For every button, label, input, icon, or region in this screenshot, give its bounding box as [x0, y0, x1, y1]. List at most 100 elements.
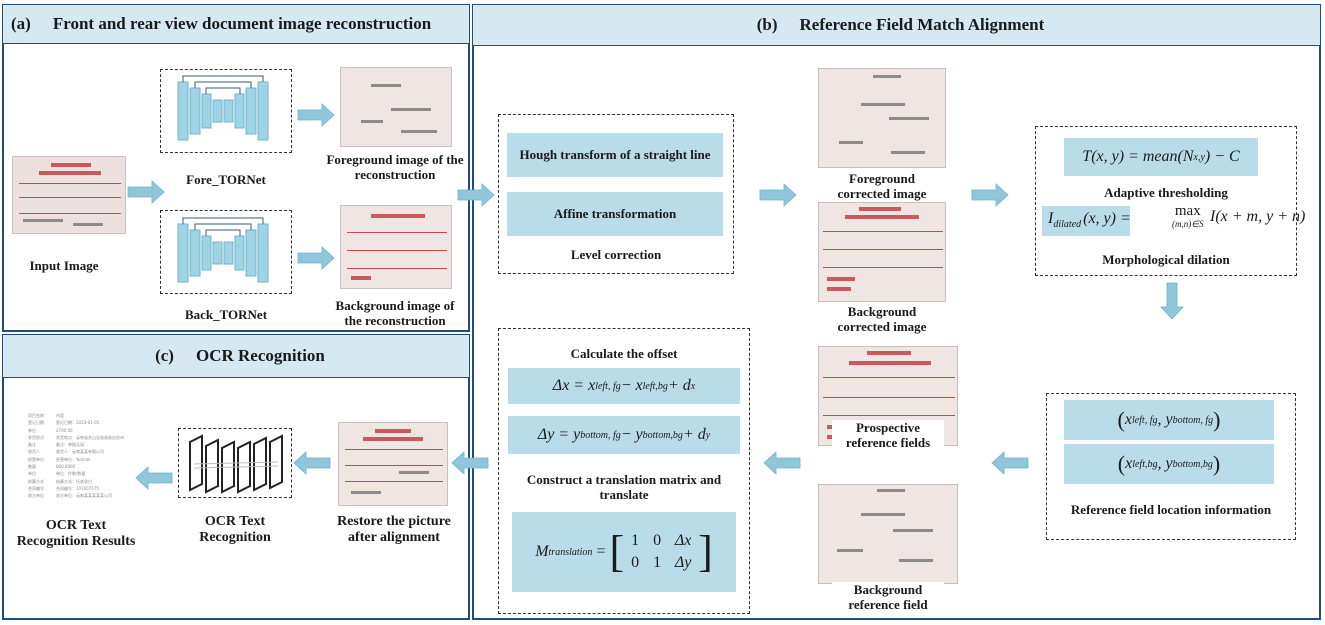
ocr-result-key: 备注 [28, 442, 36, 448]
panel-a-tag: (a) [11, 14, 31, 33]
panel-a-title: Front and rear view document image recon… [52, 14, 432, 33]
arrow-a-to-level [457, 183, 495, 207]
ocr-result-value: 单位：件数/数量 [56, 471, 86, 477]
arrow-threshold-to-location [1160, 282, 1184, 320]
reference-location-label: Reference field location information [1070, 502, 1272, 517]
ocr-result-row: 发货地点 发货地点：云南省文山壮族苗族自治州 [28, 434, 128, 441]
panel-b-header: (b) Reference Field Match Alignment [472, 4, 1321, 46]
dilation-label: Morphological dilation [1102, 252, 1230, 267]
restore-picture-label: Restore the picture after alignment [337, 514, 451, 545]
offset-translation-box [498, 328, 750, 614]
arrow-location-to-prospective [991, 451, 1029, 475]
ocr-result-row: 数量 660.0000 [28, 463, 128, 470]
ocr-result-row: 备注 备注：单据无误 [28, 441, 128, 448]
ocr-result-value: 登记日期：2023-01-05 [56, 420, 100, 426]
back-tornet-box [160, 210, 292, 294]
background-reconstruction-image [340, 205, 452, 289]
ocr-result-row: 结算方式 结算方式：托收承付 [28, 478, 128, 485]
ocr-result-key: 项目名称 [28, 413, 44, 418]
background-reference-image [818, 484, 958, 584]
panel-b-tag: (b) [756, 15, 778, 34]
background-corrected-image [818, 202, 946, 302]
ocr-recognition-box [178, 428, 292, 498]
ocr-result-value: 结算方式：托收承付 [56, 478, 92, 484]
offset-title: Calculate the offset [570, 346, 678, 361]
ocr-result-value: 660.0000 [56, 464, 76, 470]
affine-transform-box: Affine transformation [507, 192, 723, 236]
ocr-result-value: 经营单位：Yunnan [56, 456, 91, 462]
arrow-ocr-to-results [135, 466, 173, 490]
ocr-result-key: 结算方式 [28, 478, 44, 484]
background-reference-label: Background reference field [832, 582, 944, 612]
arrow-restore-to-ocr [293, 451, 331, 475]
fore-tornet-icon [177, 75, 269, 141]
ocr-result-value: 备注：单据无误 [56, 442, 84, 448]
ocr-result-key: 合同编号 [28, 485, 44, 491]
reference-location-box [1046, 393, 1296, 540]
ocr-results-label: OCR Text Recognition Results [16, 518, 136, 549]
foreground-corrected-label: Foreground corrected image [837, 171, 927, 201]
ocr-result-row: 收货人收货人：云南某某有限公司 [28, 448, 128, 455]
ocr-result-key: 经营单位 [28, 456, 44, 462]
ocr-result-row: 收方单位 收方单位：云南某某某某某公司 [28, 492, 128, 499]
ocr-result-key: 单位 [28, 427, 36, 433]
foreground-reconstruction-image [340, 67, 452, 147]
fore-tornet-box [160, 69, 292, 153]
panel-c-tag: (c) [155, 346, 174, 365]
dilation-formula: Idilated(x, y) = max (m,n)∈S I(x + m, y … [1042, 202, 1305, 242]
fore-tornet-label: Fore_TORNet [186, 172, 266, 187]
panel-c-title: OCR Recognition [195, 346, 325, 365]
background-corrected-label: Background corrected image [837, 304, 927, 334]
ocr-result-row: 项目名称 内容 [28, 412, 128, 419]
back-tornet-icon [177, 217, 269, 283]
ocr-result-row: 单位 单位：件数/数量 [28, 470, 128, 477]
translate-title: Construct a translation matrix and trans… [526, 472, 722, 502]
input-image [12, 156, 126, 234]
ocr-result-key: 单位 [28, 471, 36, 477]
ocr-result-value: 2700.00 [56, 427, 73, 433]
foreground-reconstruction-label: Foreground image of the reconstruction [326, 152, 464, 182]
panel-c-header: (c) OCR Recognition [2, 334, 470, 378]
restored-picture-image [338, 422, 448, 506]
ocr-recognition-label: OCR Text Recognition [199, 514, 271, 545]
threshold-dilation-box [1035, 126, 1297, 276]
arrow-back-to-bg [297, 246, 335, 270]
ocr-result-key: 发货地点 [28, 434, 44, 440]
ocr-result-row: 单位 2700.00 [28, 427, 128, 434]
ocr-result-value: 收方单位：云南某某某某某公司 [56, 493, 112, 499]
arrow-offset-to-restore [451, 451, 489, 475]
ocr-result-value: 内容 [56, 413, 64, 418]
ocr-result-row: 合同编号合同编号：101007175 [28, 485, 128, 492]
ocr-result-key: 收方单位 [28, 493, 44, 499]
ocr-result-value: 收货人：云南某某有限公司 [56, 449, 104, 455]
ocr-result-key: 登记日期 [28, 420, 44, 426]
panel-a-header: (a) Front and rear view document image r… [2, 4, 470, 44]
panel-b-title: Reference Field Match Alignment [799, 15, 1045, 34]
arrow-corrected-to-threshold [971, 183, 1009, 207]
background-reconstruction-label: Background image of the reconstruction [335, 298, 455, 328]
level-correction-label: Level correction [570, 247, 662, 262]
input-image-label: Input Image [29, 258, 99, 273]
foreground-corrected-image [818, 68, 946, 168]
ocr-result-value: 发货地点：云南省文山壮族苗族自治州 [56, 434, 124, 440]
back-tornet-label: Back_TORNet [184, 307, 268, 322]
ocr-stack-icon [189, 434, 283, 494]
arrow-input-to-fore [127, 180, 165, 204]
arrow-level-to-corrected [759, 183, 797, 207]
ocr-result-key: 数量 [28, 464, 36, 470]
hough-transform-box: Hough transform of a straight line [507, 133, 723, 177]
level-correction-box [498, 114, 734, 274]
adaptive-threshold-label: Adaptive thresholding [1104, 185, 1228, 200]
ocr-result-row: 经营单位 经营单位：Yunnan [28, 456, 128, 463]
prospective-reference-label: Prospective reference fields [832, 420, 944, 450]
ocr-result-row: 登记日期 登记日期：2023-01-05 [28, 419, 128, 426]
arrow-fore-to-fg [297, 103, 335, 127]
